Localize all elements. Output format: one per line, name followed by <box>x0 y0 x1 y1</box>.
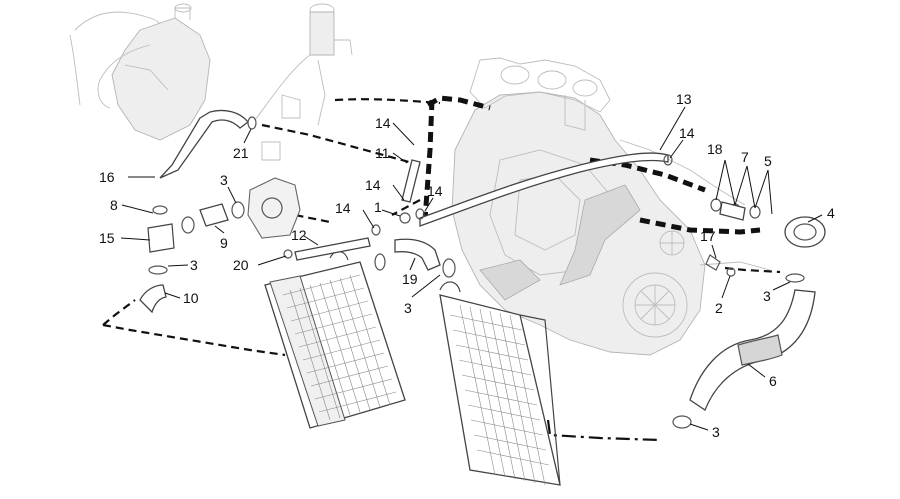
callout-14: 14 <box>335 200 351 216</box>
callout-15: 15 <box>99 230 115 246</box>
callout-labels: 13 14 11 14 14 14 1 14 18 7 5 4 17 2 3 6… <box>99 91 835 440</box>
callout-4: 4 <box>827 205 835 221</box>
water-pump-cover-4 <box>784 216 826 248</box>
left-radiator <box>264 250 406 429</box>
callout-7: 7 <box>741 149 749 165</box>
clamps-and-fittings <box>148 116 805 429</box>
pipe-11 <box>401 159 421 203</box>
expansion-tank <box>69 3 211 141</box>
sleeve-9 <box>199 203 229 227</box>
callout-8: 8 <box>110 197 118 213</box>
callout-17: 17 <box>700 228 716 244</box>
hose-6 <box>689 289 816 411</box>
callout-10: 10 <box>183 290 199 306</box>
callout-3: 3 <box>404 300 412 316</box>
callout-5: 5 <box>764 153 772 169</box>
callout-2: 2 <box>715 300 723 316</box>
callout-16: 16 <box>99 169 115 185</box>
callout-3: 3 <box>763 288 771 304</box>
hose-19 <box>394 238 441 271</box>
right-radiator <box>439 281 561 486</box>
callout-3: 3 <box>220 172 228 188</box>
callout-13: 13 <box>676 91 692 107</box>
thermostat-15 <box>147 205 175 253</box>
hose-16 <box>159 109 249 179</box>
callout-20: 20 <box>233 257 249 273</box>
callout-14: 14 <box>427 183 443 199</box>
callout-18: 18 <box>707 141 723 157</box>
callout-3: 3 <box>190 257 198 273</box>
callout-12: 12 <box>291 227 307 243</box>
callout-14: 14 <box>375 115 391 131</box>
callout-9: 9 <box>220 235 228 251</box>
callout-3: 3 <box>712 424 720 440</box>
long-hose-13 <box>419 152 669 227</box>
callout-1: 1 <box>374 199 382 215</box>
pipe-12 <box>294 237 371 261</box>
pump-housing <box>247 177 301 239</box>
callout-14: 14 <box>365 177 381 193</box>
engine-block <box>451 57 771 356</box>
callout-21: 21 <box>233 145 249 161</box>
callout-6: 6 <box>769 373 777 389</box>
callout-11: 11 <box>375 145 390 161</box>
leader-lines <box>120 106 823 431</box>
callout-14: 14 <box>679 125 695 141</box>
callout-19: 19 <box>402 271 418 287</box>
hose-10 <box>139 284 167 314</box>
filler-neck <box>254 3 353 161</box>
